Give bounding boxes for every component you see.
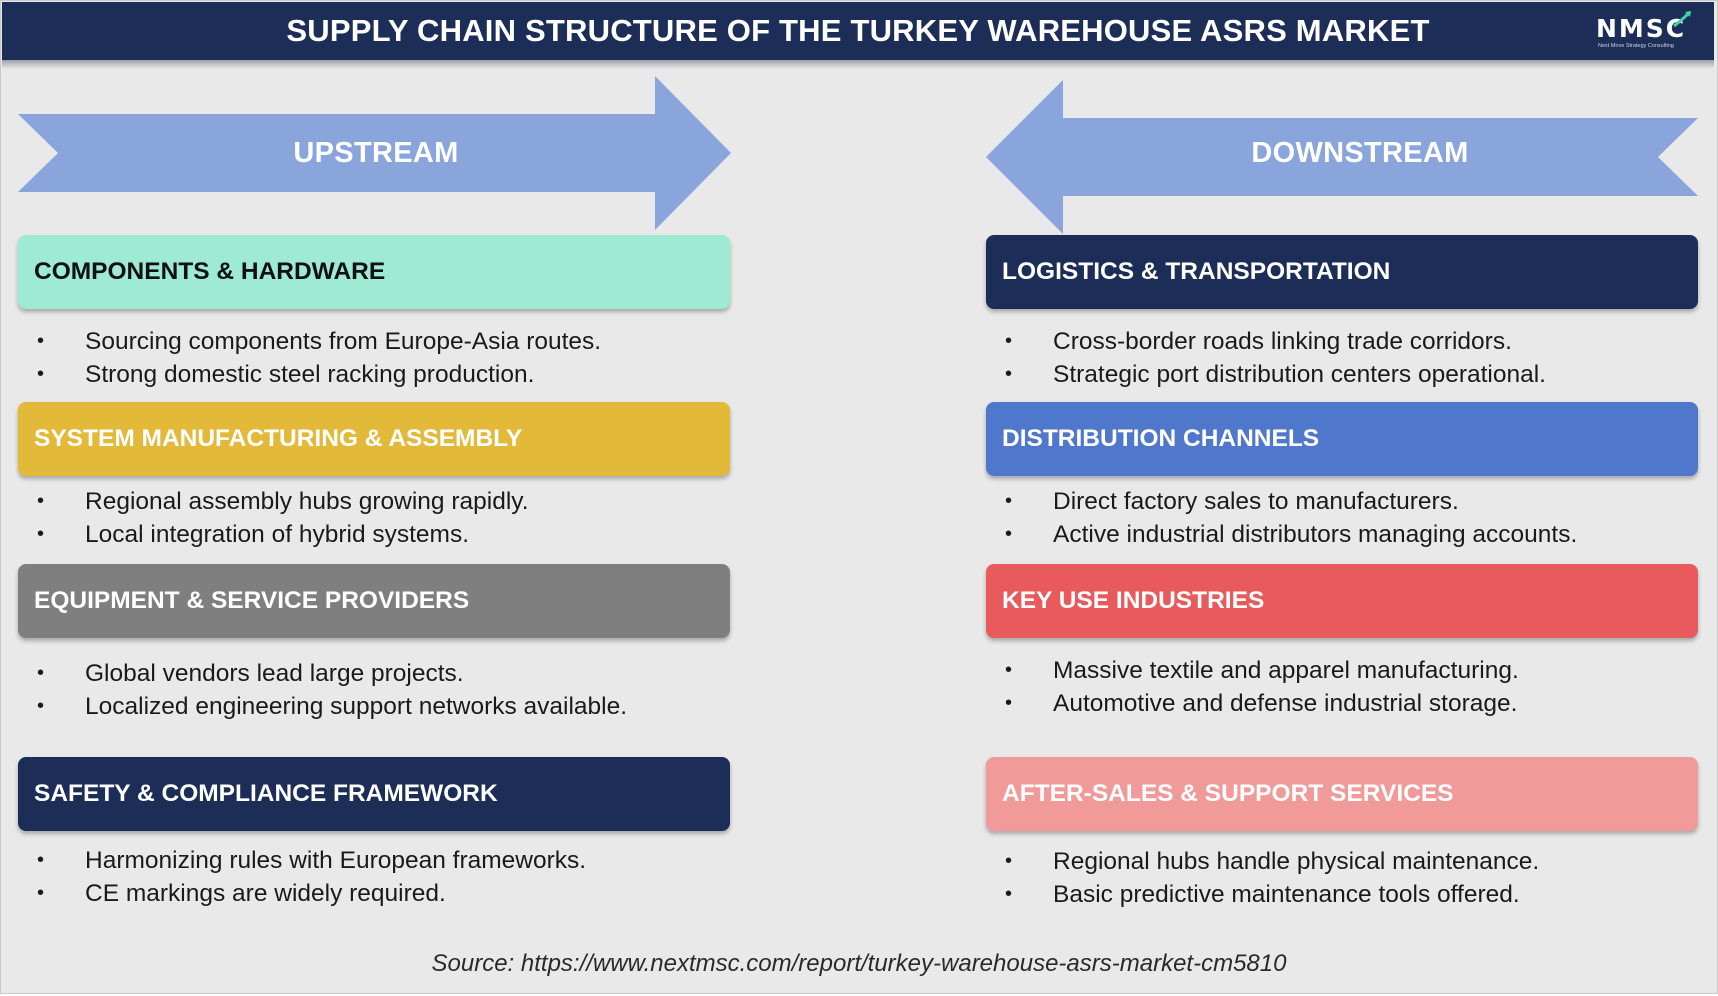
upstream-label: UPSTREAM: [293, 137, 459, 169]
downstream-arrow: [986, 80, 1698, 234]
equipment-service-title: EQUIPMENT & SERVICE PROVIDERS: [34, 587, 470, 614]
distribution-channels-title: DISTRIBUTION CHANNELS: [1002, 425, 1320, 452]
list-item: •Regional assembly hubs growing rapidly.: [37, 488, 529, 515]
logistics-transport-bullets: •Cross-border roads linking trade corrid…: [986, 325, 1546, 391]
after-sales-title: AFTER-SALES & SUPPORT SERVICES: [1002, 780, 1454, 807]
list-item: •Massive textile and apparel manufacturi…: [1005, 657, 1519, 684]
list-item: •Local integration of hybrid systems.: [37, 521, 470, 548]
safety-compliance-bullets: •Harmonizing rules with European framewo…: [18, 844, 586, 910]
components-hardware-bullets: •Sourcing components from Europe-Asia ro…: [18, 325, 601, 391]
system-manufacturing-bullets: •Regional assembly hubs growing rapidly.…: [18, 485, 529, 551]
logo-swoosh-icon: [1673, 10, 1692, 28]
equipment-service-bullets: •Global vendors lead large projects. •Lo…: [18, 657, 627, 723]
after-sales-bullets: •Regional hubs handle physical maintenan…: [986, 845, 1539, 911]
equipment-service-box: EQUIPMENT & SERVICE PROVIDERS: [18, 564, 730, 638]
list-item: •Strong domestic steel racking productio…: [37, 361, 535, 388]
list-item: •Sourcing components from Europe-Asia ro…: [37, 328, 602, 355]
after-sales-box: AFTER-SALES & SUPPORT SERVICES: [986, 757, 1698, 831]
flow-arrows: [18, 76, 1698, 234]
list-item: •Automotive and defense industrial stora…: [1005, 690, 1518, 717]
source-citation: Source: https://www.nextmsc.com/report/t…: [431, 950, 1287, 977]
list-item: •Basic predictive maintenance tools offe…: [1005, 881, 1520, 908]
list-item: •Localized engineering support networks …: [37, 693, 628, 720]
distribution-channels-box: DISTRIBUTION CHANNELS: [986, 402, 1698, 476]
safety-compliance-box: SAFETY & COMPLIANCE FRAMEWORK: [18, 757, 730, 831]
system-manufacturing-title: SYSTEM MANUFACTURING & ASSEMBLY: [34, 425, 523, 452]
logistics-transport-title: LOGISTICS & TRANSPORTATION: [1002, 258, 1391, 285]
components-hardware-box: COMPONENTS & HARDWARE: [18, 235, 730, 309]
list-item: •Harmonizing rules with European framewo…: [37, 847, 587, 874]
downstream-label: DOWNSTREAM: [1251, 137, 1469, 169]
nmsc-logo: NMSC Next Move Strategy Consulting: [1596, 10, 1692, 54]
list-item: •Regional hubs handle physical maintenan…: [1005, 848, 1540, 875]
upstream-arrow: [18, 76, 731, 230]
list-item: •Cross-border roads linking trade corrid…: [1005, 328, 1512, 355]
list-item: •CE markings are widely required.: [37, 880, 446, 907]
page-title: SUPPLY CHAIN STRUCTURE OF THE TURKEY WAR…: [286, 13, 1430, 48]
logistics-transport-box: LOGISTICS & TRANSPORTATION: [986, 235, 1698, 309]
key-use-industries-bullets: •Massive textile and apparel manufacturi…: [986, 654, 1519, 720]
list-item: •Direct factory sales to manufacturers.: [1005, 488, 1459, 515]
list-item: •Strategic port distribution centers ope…: [1005, 361, 1546, 388]
safety-compliance-title: SAFETY & COMPLIANCE FRAMEWORK: [34, 780, 498, 807]
header-bar: SUPPLY CHAIN STRUCTURE OF THE TURKEY WAR…: [2, 2, 1714, 60]
list-item: •Global vendors lead large projects.: [37, 660, 464, 687]
logo-wordmark: NMSC: [1596, 14, 1687, 43]
header-shadow: [2, 60, 1714, 69]
key-use-industries-box: KEY USE INDUSTRIES: [986, 564, 1698, 638]
system-manufacturing-box: SYSTEM MANUFACTURING & ASSEMBLY: [18, 402, 730, 476]
components-hardware-title: COMPONENTS & HARDWARE: [34, 258, 386, 285]
key-use-industries-title: KEY USE INDUSTRIES: [1002, 587, 1265, 614]
list-item: •Active industrial distributors managing…: [1005, 521, 1578, 548]
distribution-channels-bullets: •Direct factory sales to manufacturers. …: [986, 485, 1577, 551]
logo-tagline: Next Move Strategy Consulting: [1598, 43, 1674, 49]
